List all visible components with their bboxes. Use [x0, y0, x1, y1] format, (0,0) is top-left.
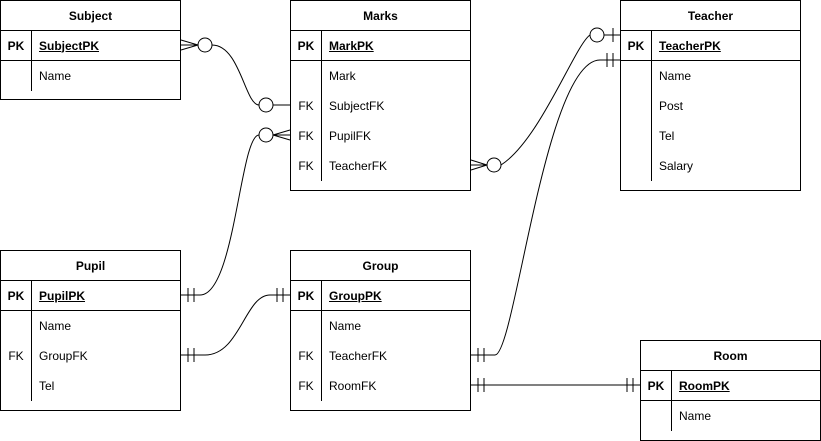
- pk-row[interactable]: PK SubjectPK: [1, 31, 180, 61]
- relationship-line: [500, 34, 591, 166]
- attribute-name: Mark: [329, 69, 356, 83]
- key-label: PK: [297, 38, 315, 53]
- attribute-name: TeacherFK: [329, 159, 388, 173]
- attribute-row[interactable]: FK TeacherFK: [291, 341, 470, 371]
- pk-row[interactable]: PK PupilPK: [1, 281, 180, 311]
- key-label: FK: [298, 129, 314, 143]
- entity-title: Subject: [1, 1, 180, 31]
- pk-row[interactable]: PK MarkPK: [291, 31, 470, 61]
- zero-marker: [258, 97, 274, 113]
- key-label: PK: [297, 288, 315, 303]
- attribute-row[interactable]: FK RoomFK: [291, 371, 470, 401]
- attribute-name: Tel: [659, 129, 675, 143]
- relationship-line: [211, 44, 260, 106]
- entity-marks[interactable]: Marks PK MarkPK Mark FK SubjectFK FK Pup…: [290, 0, 471, 191]
- entity-group[interactable]: Group PK GroupPK Name FK TeacherFK FK Ro…: [290, 250, 471, 411]
- attribute-row[interactable]: Name: [641, 401, 820, 431]
- attribute-name: Name: [329, 319, 362, 333]
- entity-teacher[interactable]: Teacher PK TeacherPK Name Post Tel Salar…: [620, 0, 801, 191]
- key-label: FK: [8, 349, 24, 363]
- key-label: PK: [7, 38, 25, 53]
- entity-room[interactable]: Room PK RoomPK Name: [640, 340, 821, 441]
- attribute-name: GroupFK: [39, 349, 88, 363]
- attribute-row[interactable]: Mark: [291, 61, 470, 91]
- relationship-line: [181, 294, 290, 356]
- attribute-row[interactable]: Name: [621, 61, 800, 91]
- pk-row[interactable]: PK GroupPK: [291, 281, 470, 311]
- attribute-name: RoomPK: [679, 378, 730, 393]
- attribute-row[interactable]: FK TeacherFK: [291, 151, 470, 181]
- attribute-row[interactable]: Name: [291, 311, 470, 341]
- attribute-name: Salary: [659, 159, 694, 173]
- key-label: PK: [627, 38, 645, 53]
- key-label: FK: [298, 379, 314, 393]
- zero-marker: [197, 37, 213, 53]
- attribute-name: SubjectFK: [329, 99, 385, 113]
- attribute-row[interactable]: Tel: [1, 371, 180, 401]
- attribute-name: Name: [679, 409, 712, 423]
- attribute-name: Name: [39, 319, 72, 333]
- zero-marker: [258, 127, 274, 143]
- key-label: FK: [298, 349, 314, 363]
- entity-title: Pupil: [1, 251, 180, 281]
- entity-title: Room: [641, 341, 820, 371]
- attribute-name: Tel: [39, 379, 55, 393]
- entity-title: Marks: [291, 1, 470, 31]
- attribute-name: Name: [659, 69, 692, 83]
- key-label: FK: [298, 99, 314, 113]
- relationship-line: [181, 134, 260, 296]
- attribute-row[interactable]: FK GroupFK: [1, 341, 180, 371]
- entity-title: Teacher: [621, 1, 800, 31]
- attribute-row[interactable]: Post: [621, 91, 800, 121]
- entity-subject[interactable]: Subject PK SubjectPK Name: [0, 0, 181, 100]
- pk-row[interactable]: PK TeacherPK: [621, 31, 800, 61]
- attribute-row[interactable]: FK SubjectFK: [291, 91, 470, 121]
- attribute-name: TeacherPK: [659, 38, 721, 53]
- key-label: PK: [7, 288, 25, 303]
- attribute-name: Name: [39, 69, 72, 83]
- zero-marker: [589, 27, 605, 43]
- pk-row[interactable]: PK RoomPK: [641, 371, 820, 401]
- attribute-row[interactable]: Tel: [621, 121, 800, 151]
- entity-pupil[interactable]: Pupil PK PupilPK Name FK GroupFK Tel: [0, 250, 181, 411]
- entity-title: Group: [291, 251, 470, 281]
- attribute-name: PupilPK: [39, 288, 86, 303]
- relationship-line: [471, 59, 620, 356]
- attribute-row[interactable]: FK PupilFK: [291, 121, 470, 151]
- attribute-name: Post: [659, 99, 684, 113]
- attribute-row[interactable]: Salary: [621, 151, 800, 181]
- attribute-name: TeacherFK: [329, 349, 388, 363]
- attribute-name: GroupPK: [329, 288, 382, 303]
- zero-marker: [486, 157, 502, 173]
- key-label: FK: [298, 159, 314, 173]
- attribute-row[interactable]: Name: [1, 61, 180, 91]
- attribute-name: SubjectPK: [39, 38, 100, 53]
- attribute-row[interactable]: Name: [1, 311, 180, 341]
- key-label: PK: [647, 378, 665, 393]
- attribute-name: PupilFK: [329, 129, 372, 143]
- attribute-name: MarkPK: [329, 38, 374, 53]
- attribute-name: RoomFK: [329, 379, 377, 393]
